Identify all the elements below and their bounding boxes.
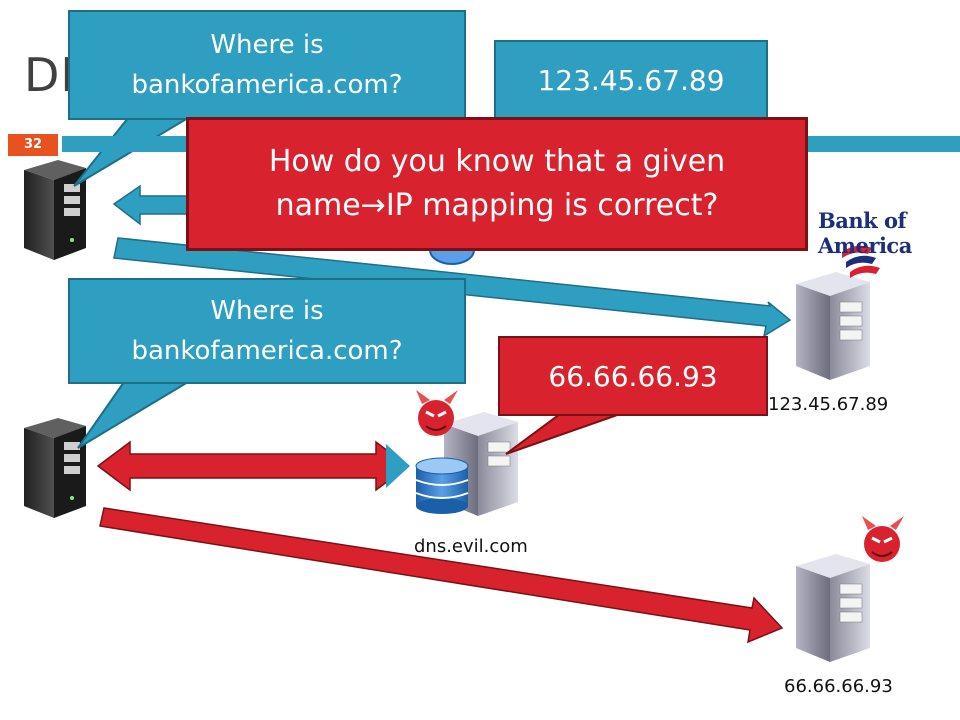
arrow-client-evil-dns <box>96 440 410 492</box>
bank-of-america-logo: Bank of America <box>818 208 912 258</box>
callout-line: bankofamerica.com? <box>131 336 403 366</box>
callout-question-bottom: Where is bankofamerica.com? <box>68 278 466 384</box>
server-icon <box>796 272 870 380</box>
arrow-head-blue-tip <box>386 444 410 488</box>
right-arrow-icon: → <box>360 188 386 223</box>
callout-tail-question-top <box>73 117 192 187</box>
callout-line: bankofamerica.com? <box>131 70 403 100</box>
page-number: 32 <box>8 134 58 156</box>
key-question-rest: IP mapping is correct? <box>385 188 719 223</box>
server-icon <box>24 418 86 518</box>
key-question-box: How do you know that a given name→IP map… <box>186 117 808 251</box>
server-icon <box>796 554 870 662</box>
key-question-name: name <box>275 188 361 223</box>
key-question-line-1: How do you know that a given <box>268 144 726 179</box>
devil-icon <box>416 390 458 436</box>
callout-line: Where is <box>210 296 324 326</box>
devil-icon <box>862 516 904 562</box>
callout-question-top: Where is bankofamerica.com? <box>68 10 466 120</box>
callout-answer-bottom: 66.66.66.93 <box>498 336 768 416</box>
callout-line: Where is <box>210 30 324 60</box>
key-question-line-2: name→IP mapping is correct? <box>269 184 725 228</box>
bank-of-america-logo <box>842 245 880 278</box>
arrow-client-to-evil-server <box>99 507 784 644</box>
server-icon <box>24 160 86 260</box>
evil-dns-label: dns.evil.com <box>414 536 528 557</box>
database-icon <box>415 457 469 514</box>
callout-answer-top: 123.45.67.89 <box>494 40 768 120</box>
boa-server-ip-label: 123.45.67.89 <box>768 394 889 415</box>
evil-server-ip-label: 66.66.66.93 <box>784 676 893 697</box>
callout-tail-question-bottom <box>77 381 192 449</box>
callout-tail-answer-bottom <box>505 413 621 455</box>
